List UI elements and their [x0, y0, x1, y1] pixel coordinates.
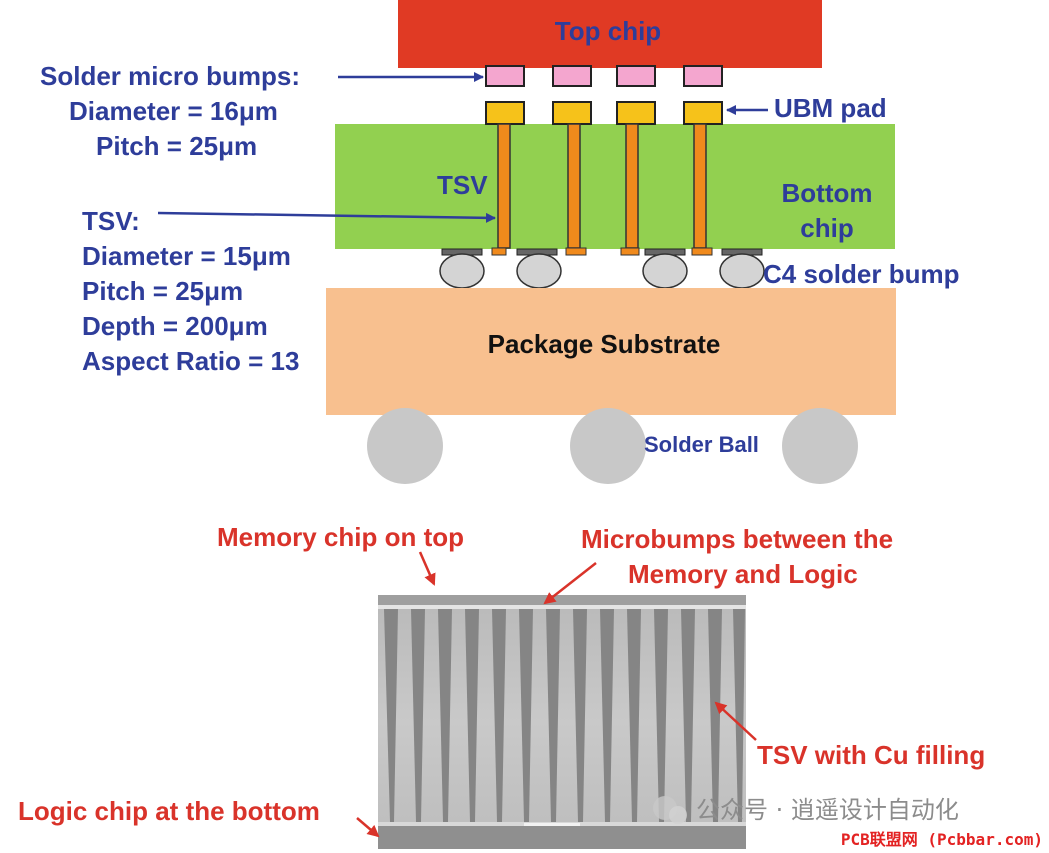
- logic-chip-layer: [378, 822, 746, 849]
- tsv-cu-arrow: [714, 701, 757, 741]
- sem-tsv: [411, 609, 425, 822]
- sem-tsv: [733, 609, 745, 822]
- tsv-cu-label: TSV with Cu filling: [757, 740, 985, 770]
- micro-bump: [616, 65, 656, 87]
- tsv: [497, 123, 511, 249]
- solder-ball: [570, 408, 646, 484]
- solder-balls: [367, 408, 858, 484]
- solder-ball: [782, 408, 858, 484]
- micro-bump: [683, 65, 723, 87]
- tsv-depth: Depth = 200μm: [82, 311, 268, 341]
- micro-bump: [552, 65, 592, 87]
- tsv-aspect-ratio: Aspect Ratio = 13: [82, 346, 299, 376]
- tsv-pad: [620, 247, 640, 256]
- microbumps-label-line2: Memory and Logic: [628, 559, 858, 589]
- tsv-diameter: Diameter = 15μm: [82, 241, 291, 271]
- top-chip: [398, 0, 822, 68]
- sem-tsv: [654, 609, 668, 822]
- sem-tsv: [681, 609, 695, 822]
- sem-tsv: [573, 609, 587, 822]
- ubm-pad: [616, 101, 656, 125]
- sem-tsv: [519, 609, 533, 822]
- tsv-pad: [491, 247, 507, 256]
- microbump-layer: [378, 605, 746, 609]
- sem-tsv: [492, 609, 506, 822]
- wechat-logo-icon-small: [669, 806, 687, 824]
- logic-chip-arrow: [356, 817, 380, 838]
- tsv-inline-label: TSV: [437, 170, 488, 200]
- memory-chip-label: Memory chip on top: [217, 522, 464, 552]
- sem-tsv: [438, 609, 452, 822]
- tsv-cu-columns: [384, 609, 745, 822]
- c4-bump: [516, 253, 562, 289]
- bottom-chip: [335, 124, 895, 249]
- sem-tsv: [465, 609, 479, 822]
- micro-bumps-title: Solder micro bumps:: [40, 61, 300, 91]
- micro-bump: [485, 65, 525, 87]
- c4-bump: [642, 253, 688, 289]
- c4-solder-bump-label: C4 solder bump: [763, 259, 959, 289]
- tsv-arrow: [157, 211, 496, 223]
- tsv-columns: [491, 123, 713, 256]
- ubm-pad: [552, 101, 592, 125]
- scale-bar: [524, 823, 580, 826]
- micro-bumps-diameter: Diameter = 16μm: [69, 96, 278, 126]
- sem-tsv: [546, 609, 560, 822]
- sem-tsv: [627, 609, 641, 822]
- solder-micro-bumps: [485, 65, 723, 87]
- tsv-pad: [691, 247, 713, 256]
- wechat-watermark-text: 公众号 · 逍遥设计自动化: [696, 796, 959, 824]
- c4-bump: [439, 253, 485, 289]
- c4-bump: [719, 253, 765, 289]
- sem-micrograph: [378, 595, 746, 849]
- memory-chip-arrow: [418, 551, 436, 586]
- package-substrate: [326, 288, 896, 415]
- microbumps-arrow: [543, 562, 597, 605]
- sem-tsv: [708, 609, 722, 822]
- ubm-pads: [485, 101, 723, 125]
- tsv: [625, 123, 639, 249]
- logic-chip-label: Logic chip at the bottom: [18, 796, 320, 826]
- micro-bumps-pitch: Pitch = 25μm: [96, 131, 257, 161]
- tsv: [567, 123, 581, 249]
- bottom-chip-label-line1: Bottom: [782, 178, 873, 208]
- sem-tsv: [384, 609, 398, 822]
- solder-ball: [367, 408, 443, 484]
- ubm-pad: [485, 101, 525, 125]
- top-chip-label: Top chip: [555, 16, 661, 46]
- site-watermark-text: PCB联盟网 (Pcbbar.com): [841, 830, 1043, 849]
- ubm-pad: [683, 101, 723, 125]
- tsv: [693, 123, 707, 249]
- ubm-pad-label: UBM pad: [774, 93, 887, 123]
- tsv-pad: [565, 247, 587, 256]
- bottom-chip-label-line2: chip: [800, 213, 853, 243]
- package-substrate-label: Package Substrate: [488, 329, 721, 359]
- solder-ball-label: Solder Ball: [644, 432, 759, 457]
- sem-tsv: [600, 609, 614, 822]
- microbumps-label-line1: Microbumps between the: [581, 524, 893, 554]
- c4-solder-bumps: [439, 248, 765, 289]
- tsv-pitch: Pitch = 25μm: [82, 276, 243, 306]
- tsv-title: TSV:: [82, 206, 140, 236]
- wechat-watermark: 公众号 · 逍遥设计自动化: [653, 796, 959, 824]
